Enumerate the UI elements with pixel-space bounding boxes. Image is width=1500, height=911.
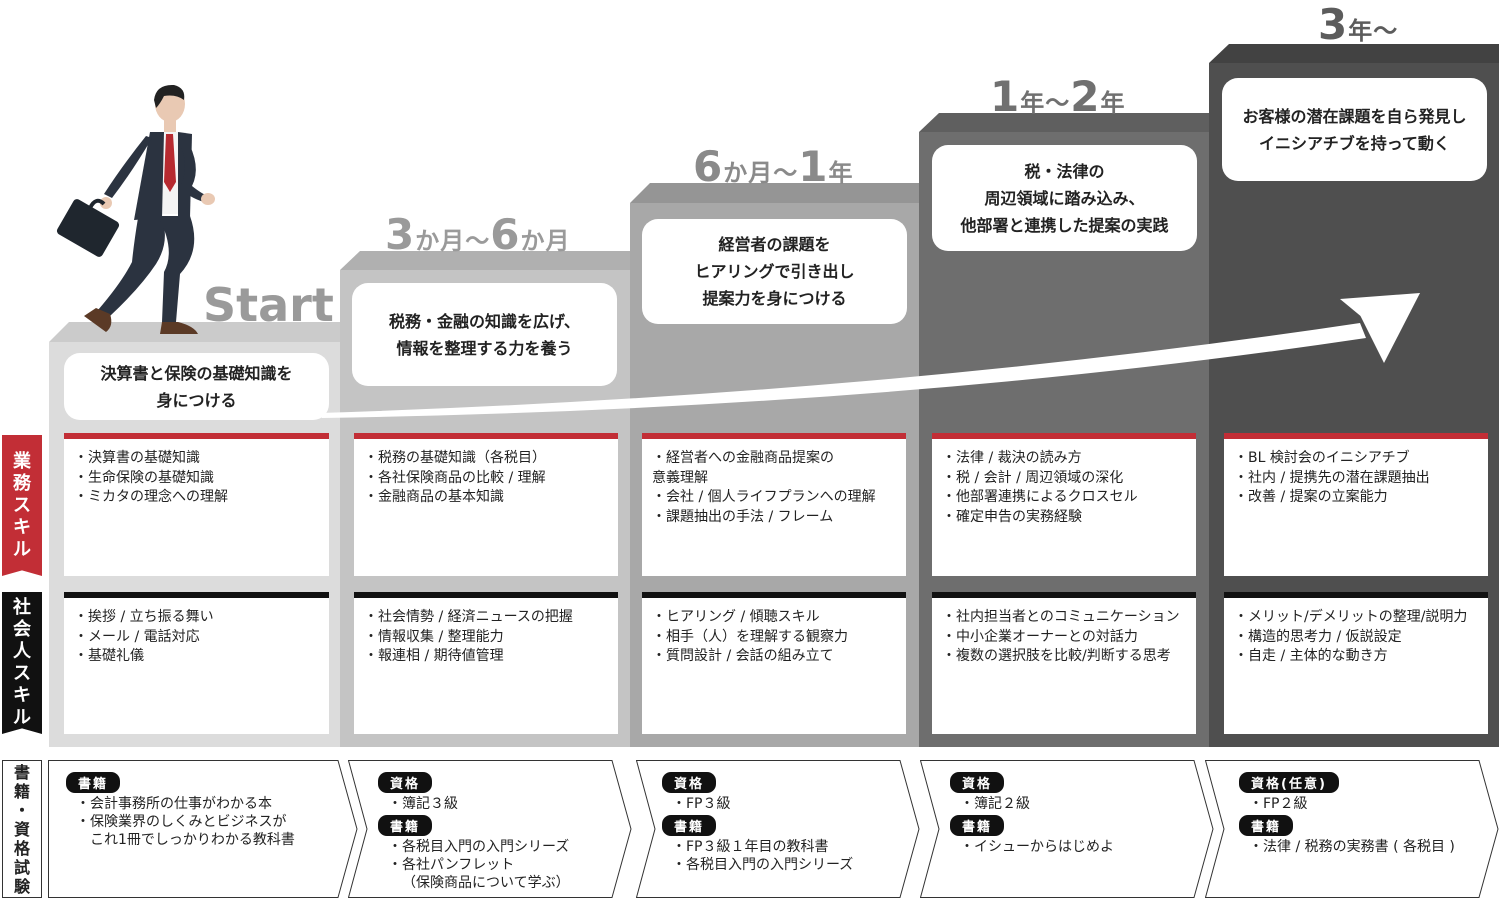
list-item: ・会計事務所の仕事がわかる本 xyxy=(76,796,272,812)
list-item: ・社内 / 提携先の潜在課題抽出 xyxy=(1234,469,1430,486)
list-item: ・ヒアリング / 傾聴スキル xyxy=(652,609,820,625)
books-tag: 書籍 xyxy=(1239,815,1294,836)
list-item: ・税務の基礎知識（各税目） xyxy=(364,450,546,466)
books-tag: 書籍 xyxy=(950,815,1005,836)
list-item: ・各社パンフレット xyxy=(388,857,515,873)
list-item: ・簿記３級 xyxy=(388,796,458,812)
list-item: ・他部署連携によるクロスセル xyxy=(942,489,1138,505)
list-item: ・改善 / 提案の立案能力 xyxy=(1234,489,1388,505)
goal-bubble-1: 決算書と保険の基礎知識を身につける xyxy=(64,353,329,420)
list-item: ・課題抽出の手法 / フレーム xyxy=(652,508,834,525)
period-label-4: 3年～ xyxy=(1318,0,1399,49)
list-item: 意義理解 xyxy=(652,469,708,486)
step-5-top xyxy=(1209,44,1499,63)
start-label: Start xyxy=(203,278,334,332)
social-skill-label: 社会人スキル xyxy=(2,592,42,734)
resource-panel-3: 資格 ・FP３級 書籍 ・FP３級１年目の教科書 ・各税目入門の入門シリーズ xyxy=(636,760,920,898)
social-skill-card-4: ・社内担当者とのコミュニケーション・中小企業オーナーとの対話力・複数の選択肢を比… xyxy=(932,592,1196,734)
goal-bubble-3: 経営者の課題をヒアリングで引き出し提案力を身につける xyxy=(642,219,907,324)
list-item: ・法律 / 税務の実務書 ( 各税目 ) xyxy=(1249,839,1455,855)
list-item: ・情報収集 / 整理能力 xyxy=(364,628,504,645)
books-tag: 書籍 xyxy=(378,815,433,836)
list-item: ・メール / 電話対応 xyxy=(74,628,200,645)
list-item: ・決算書の基礎知識 xyxy=(74,450,200,466)
business-skill-card-5: ・BL 検討会のイニシアチブ・社内 / 提携先の潜在課題抽出・改善 / 提案の立… xyxy=(1224,433,1488,576)
period-label-1: 3か月～6か月 xyxy=(385,210,571,259)
resource-panel-1: 書籍 ・会計事務所の仕事がわかる本 ・保険業界のしくみとビジネスが これ1冊でし… xyxy=(48,760,358,898)
list-item: ・社会情勢 / 経済ニュースの把握 xyxy=(364,609,573,625)
list-item: ・ミカタの理念への理解 xyxy=(74,489,228,505)
list-item: ・イシューからはじめよ xyxy=(960,839,1114,855)
step-2-top xyxy=(340,251,630,270)
books-certification-label: 書籍・資格試験 xyxy=(2,760,42,898)
social-skill-card-1: ・挨拶 / 立ち振る舞い・メール / 電話対応・基礎礼儀 xyxy=(64,592,329,734)
period-label-3: 1年～2年 xyxy=(990,72,1126,121)
list-item: ・自走 / 主体的な動き方 xyxy=(1234,648,1388,664)
list-item: （保険商品について学ぶ） xyxy=(402,875,570,891)
list-item: ・保険業界のしくみとビジネスが xyxy=(76,814,287,830)
list-item: ・質問設計 / 会話の組み立て xyxy=(652,648,834,664)
goal-bubble-5: お客様の潜在課題を自ら発見しイニシアチブを持って動く xyxy=(1222,78,1487,181)
list-item: ・FP３級１年目の教科書 xyxy=(672,839,829,855)
business-skill-card-4: ・法律 / 裁決の読み方・税 / 会計 / 周辺領域の深化・他部署連携によるクロ… xyxy=(932,433,1196,576)
list-item: ・生命保険の基礎知識 xyxy=(74,469,214,486)
list-item: ・メリット/デメリットの整理/説明力 xyxy=(1234,609,1468,625)
step-4-top xyxy=(919,113,1209,132)
certification-tag: 資格 xyxy=(950,772,1005,793)
businessman-running-illustration xyxy=(56,84,215,334)
business-skill-label: 業務スキル xyxy=(2,435,42,576)
certification-tag: 資格 xyxy=(378,772,433,793)
list-item: ・各社保険商品の比較 / 理解 xyxy=(364,469,546,486)
list-item: ・BL 検討会のイニシアチブ xyxy=(1234,450,1410,466)
list-item: ・基礎礼儀 xyxy=(74,648,144,664)
list-item: ・法律 / 裁決の読み方 xyxy=(942,450,1082,466)
list-item: ・税 / 会計 / 周辺領域の深化 xyxy=(942,469,1124,486)
list-item: ・会社 / 個人ライフプランへの理解 xyxy=(652,489,876,505)
books-tag: 書籍 xyxy=(66,772,121,793)
social-skill-card-5: ・メリット/デメリットの整理/説明力・構造的思考力 / 仮説設定・自走 / 主体… xyxy=(1224,592,1488,734)
list-item: ・FP３級 xyxy=(672,796,731,812)
growth-arrow xyxy=(320,293,1420,418)
list-item: ・金融商品の基本知識 xyxy=(364,489,504,505)
period-label-2: 6か月～1年 xyxy=(693,142,854,191)
list-item: ・社内担当者とのコミュニケーション xyxy=(942,609,1180,625)
resource-panel-5: 資格(任意) ・FP２級 書籍 ・法律 / 税務の実務書 ( 各税目 ) xyxy=(1205,760,1499,898)
resource-panel-2: 資格 ・簿記３級 書籍 ・各税目入門の入門シリーズ ・各社パンフレット （保険商… xyxy=(348,760,632,898)
list-item: ・各税目入門の入門シリーズ xyxy=(388,839,570,855)
list-item: ・FP２級 xyxy=(1249,796,1308,812)
business-skill-card-3: ・経営者への金融商品提案の意義理解・会社 / 個人ライフプランへの理解・課題抽出… xyxy=(642,433,906,576)
list-item: ・相手（人）を理解する観察力 xyxy=(652,628,848,645)
list-item: ・経営者への金融商品提案の xyxy=(652,450,834,466)
list-item: ・挨拶 / 立ち振る舞い xyxy=(74,609,214,625)
business-skill-card-1: ・決算書の基礎知識・生命保険の基礎知識・ミカタの理念への理解 xyxy=(64,433,329,576)
certification-optional-tag: 資格(任意) xyxy=(1239,772,1339,793)
list-item: ・各税目入門の入門シリーズ xyxy=(672,857,854,873)
goal-bubble-4: 税・法律の周辺領域に踏み込み、他部署と連携した提案の実践 xyxy=(932,145,1197,251)
list-item: ・確定申告の実務経験 xyxy=(942,508,1082,525)
social-skill-card-3: ・ヒアリング / 傾聴スキル・相手（人）を理解する観察力・質問設計 / 会話の組… xyxy=(642,592,906,734)
goal-bubble-2: 税務・金融の知識を広げ、情報を整理する力を養う xyxy=(352,283,617,386)
list-item: これ1冊でしっかりわかる教科書 xyxy=(90,832,295,848)
step-3-top xyxy=(630,183,919,203)
list-item: ・報連相 / 期待値管理 xyxy=(364,648,504,664)
list-item: ・中小企業オーナーとの対話力 xyxy=(942,628,1138,645)
list-item: ・複数の選択肢を比較/判断する思考 xyxy=(942,648,1171,664)
books-tag: 書籍 xyxy=(662,815,717,836)
certification-tag: 資格 xyxy=(662,772,717,793)
business-skill-card-2: ・税務の基礎知識（各税目） ・各社保険商品の比較 / 理解・金融商品の基本知識 xyxy=(354,433,618,576)
social-skill-card-2: ・社会情勢 / 経済ニュースの把握・情報収集 / 整理能力・報連相 / 期待値管… xyxy=(354,592,618,734)
list-item: ・構造的思考力 / 仮説設定 xyxy=(1234,628,1402,645)
resource-panel-4: 資格 ・簿記２級 書籍 ・イシューからはじめよ xyxy=(920,760,1214,898)
list-item: ・簿記２級 xyxy=(960,796,1030,812)
